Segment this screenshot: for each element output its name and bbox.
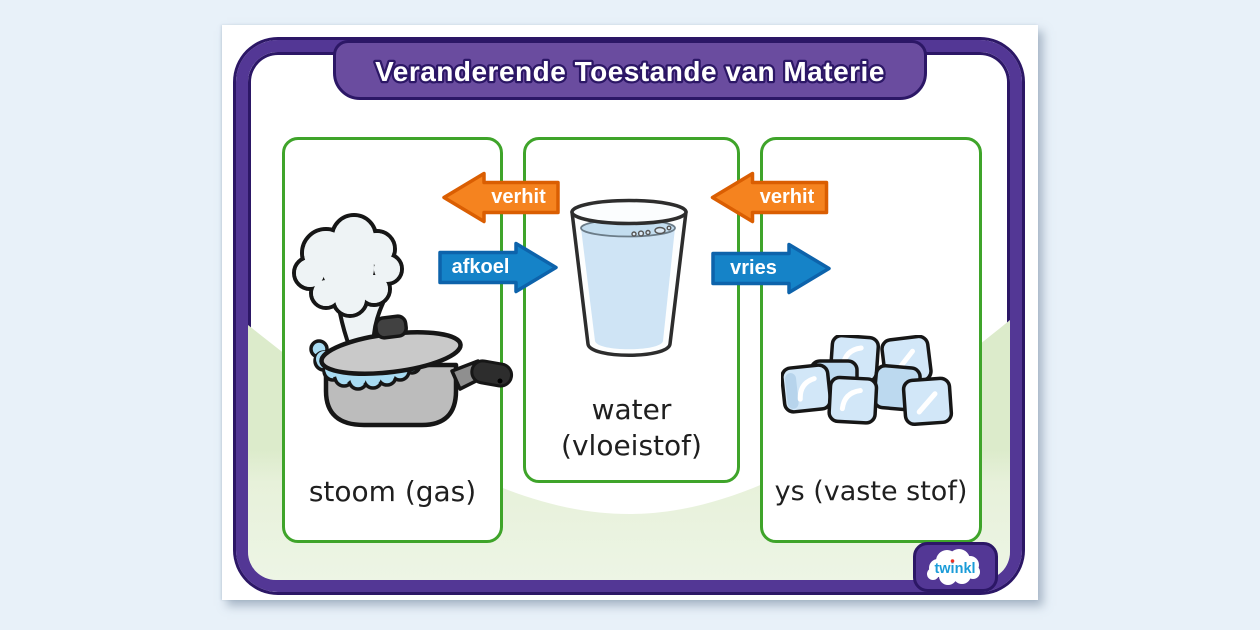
cool-arrow-right-icon <box>438 241 558 294</box>
poster-page: Veranderende Toestande van Materie stoom… <box>222 25 1038 600</box>
caption-liquid-line1: water <box>591 393 672 426</box>
twinkl-logo-text: twinkl <box>934 561 975 577</box>
ice-cubes-icon <box>781 335 954 427</box>
cool-arrow-right-icon <box>711 242 831 295</box>
arrow-afkoel: afkoel <box>438 241 559 294</box>
arrow-vries: vries <box>711 242 832 295</box>
caption-solid: ys (vaste stof) <box>774 476 968 507</box>
caption-liquid: water (vloeistof) <box>526 392 737 464</box>
arrow-verhit-gas: verhit <box>441 171 560 224</box>
twinkl-logo-badge: twinkl <box>913 542 998 592</box>
arrow-verhit-liquid: verhit <box>709 171 829 224</box>
arrow-label: vries <box>730 256 777 279</box>
heat-arrow-left-icon <box>710 171 829 224</box>
poster-title: Veranderende Toestande van Materie <box>375 56 885 87</box>
twinkl-logo-icon: twinkl <box>913 542 998 592</box>
boiling-pot-icon <box>292 213 514 428</box>
caption-gas: stoom (gas) <box>308 475 477 508</box>
arrow-label: verhit <box>759 185 815 208</box>
title-text-svg: Veranderende Toestande van Materie <box>373 54 887 90</box>
glass-of-water-icon <box>570 198 688 357</box>
caption-liquid-line2: (vloeistof) <box>561 429 702 462</box>
arrow-label: verhit <box>491 185 546 208</box>
title-banner: Veranderende Toestande van Materie <box>333 40 927 100</box>
heat-arrow-left-icon <box>442 171 560 224</box>
arrow-label: afkoel <box>451 255 510 278</box>
